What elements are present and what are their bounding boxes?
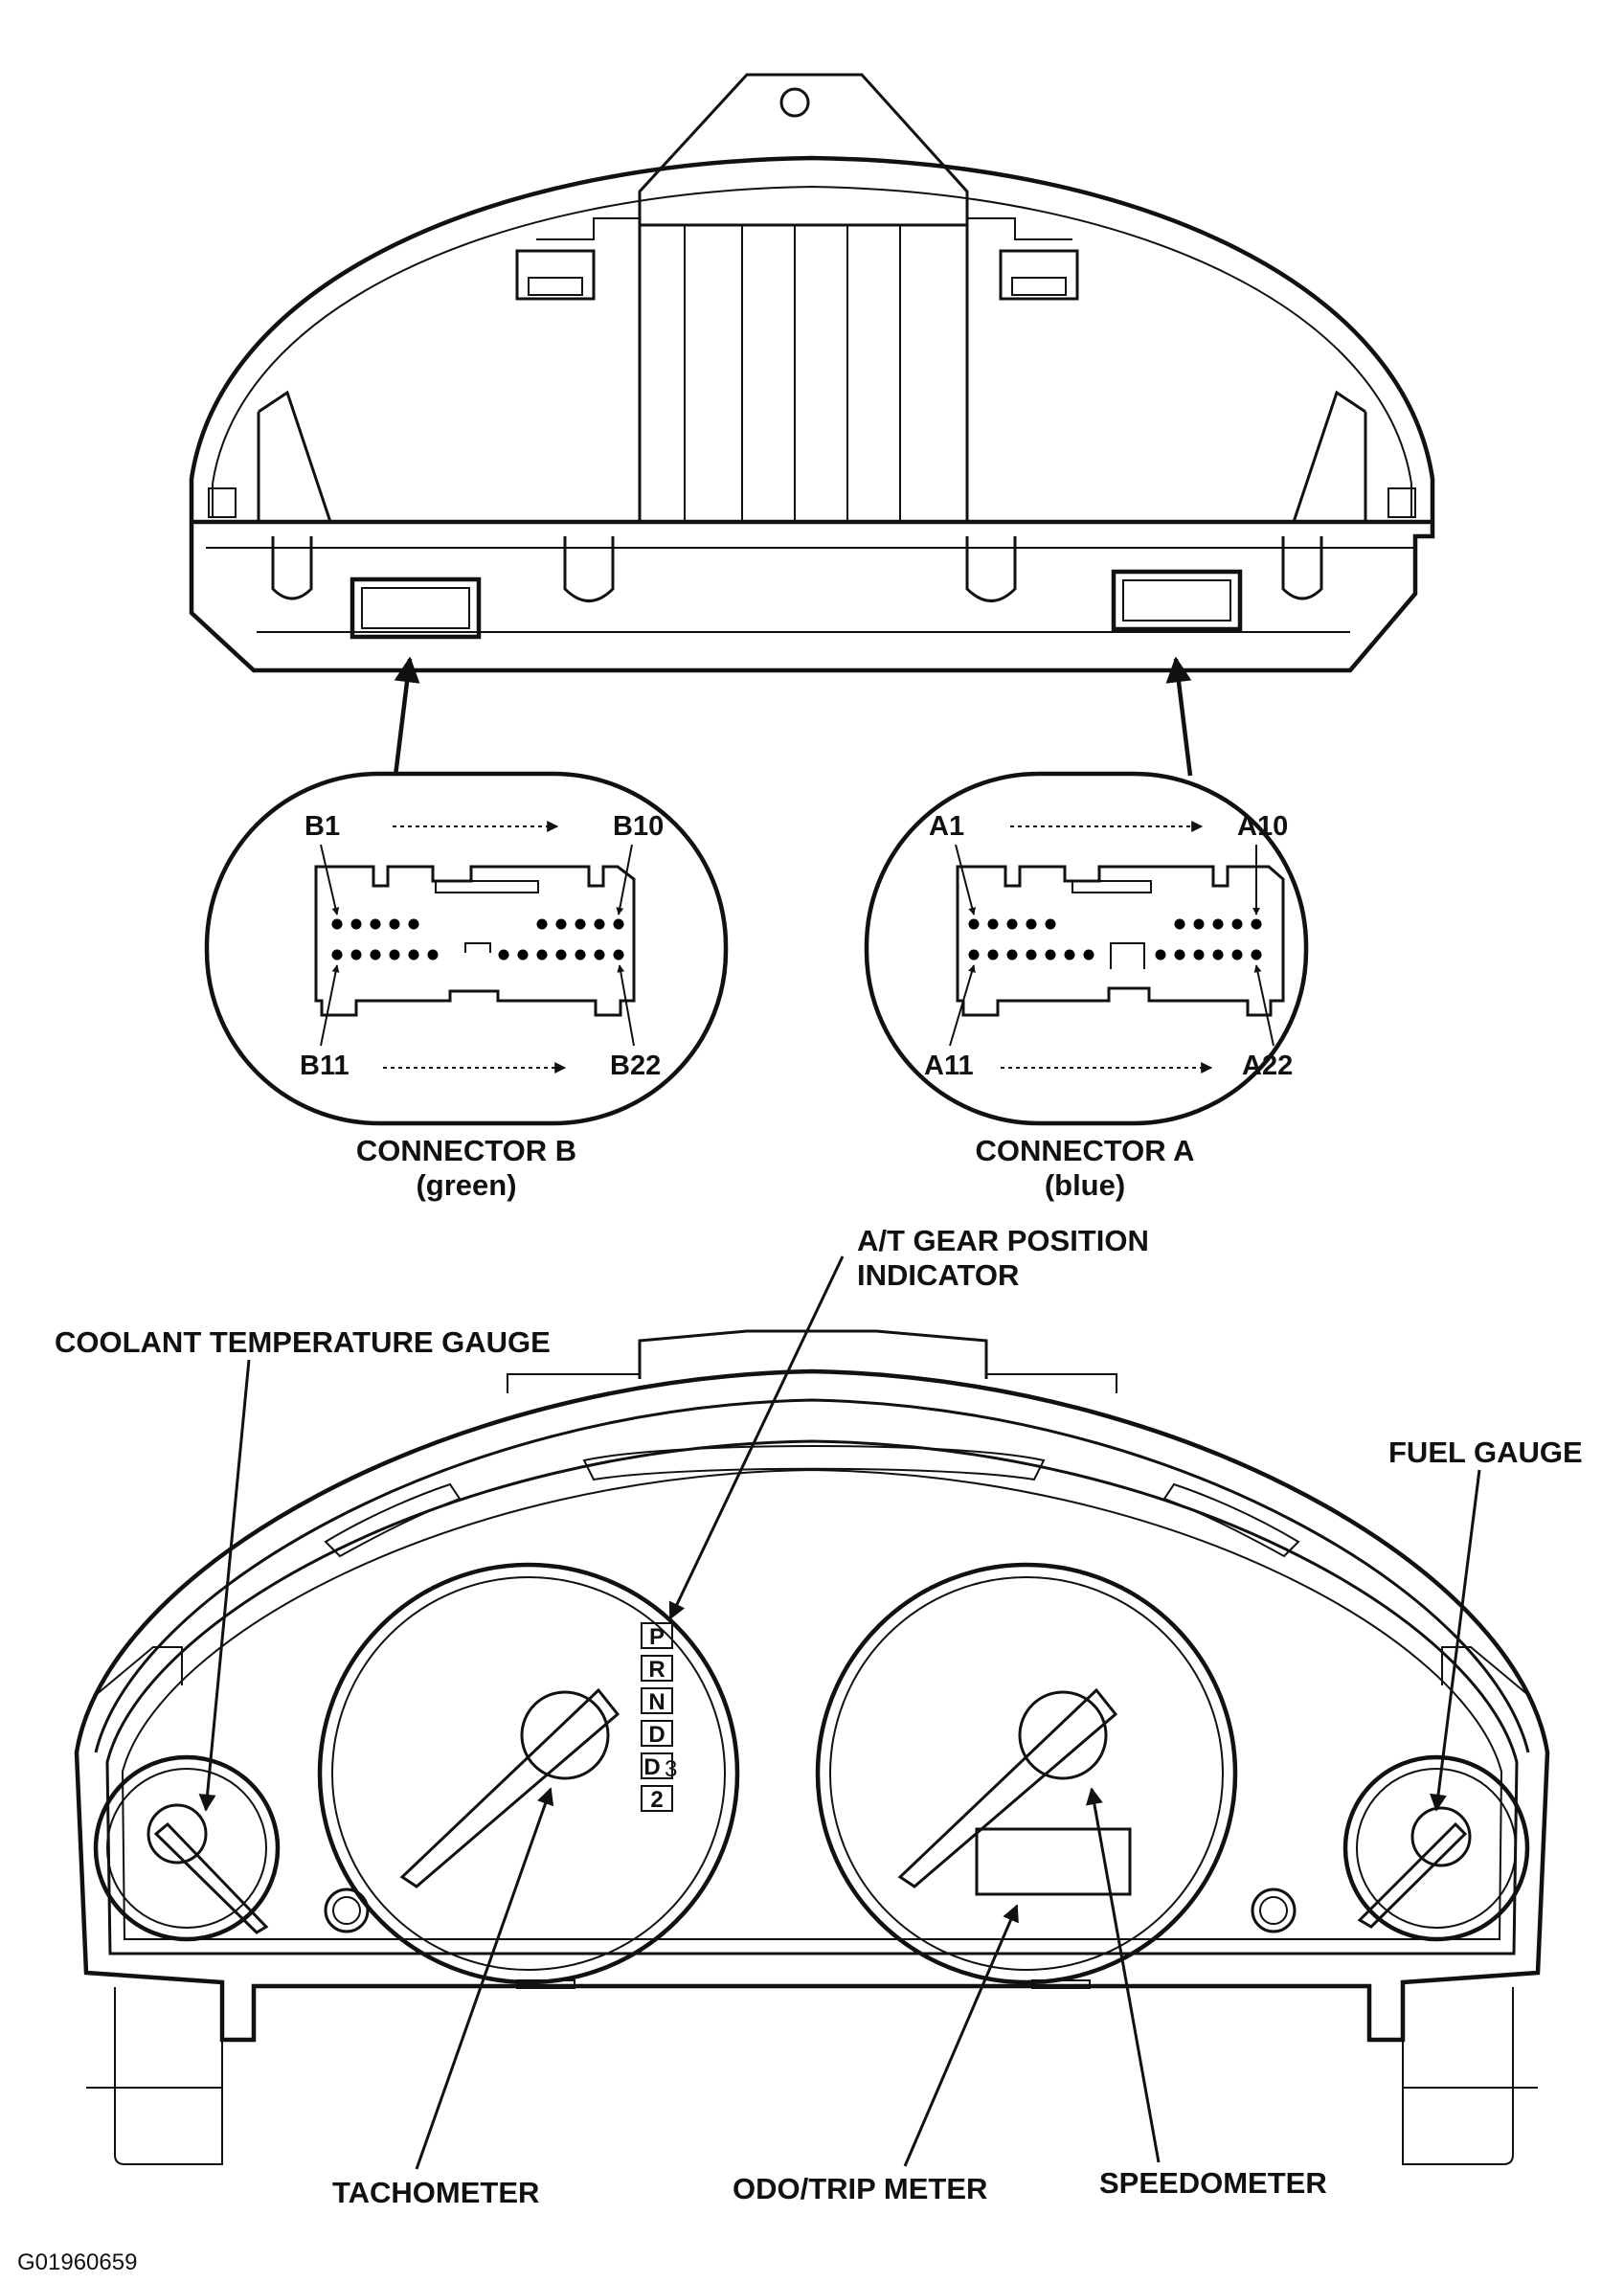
cluster-rear-view [189, 73, 1435, 673]
fuel-leader [1430, 1469, 1481, 1812]
gear-d3: D [643, 1754, 660, 1780]
gear-position-indicator: P R N D D 3 2 [641, 1622, 677, 1813]
fuel-gauge [1342, 1754, 1530, 1942]
mounting-hole-icon [779, 87, 810, 118]
gear-indicator-label-line2: INDICATOR [857, 1258, 1019, 1292]
speedometer-leader [1086, 1787, 1161, 2163]
cluster-front-view [74, 1329, 1550, 2165]
pin-label-a22: A22 [1242, 1051, 1293, 1081]
gear-d3-subscript: 3 [665, 1756, 677, 1782]
gear-p: P [649, 1624, 665, 1650]
connector-b-color: (green) [416, 1168, 516, 1202]
pin-label-a1: A1 [929, 811, 964, 842]
reset-knob-right-icon [1251, 1887, 1297, 1933]
connector-b-detail: B1 B10 B11 B22 [204, 771, 729, 1126]
connector-a-detail: A1 A10 A11 A22 [864, 771, 1309, 1126]
figure-code: G01960659 [17, 2249, 137, 2275]
speedometer-label: SPEEDOMETER [1099, 2166, 1327, 2200]
gear-d: D [648, 1722, 665, 1748]
pin-label-b10: B10 [613, 811, 664, 842]
coolant-temperature-gauge [93, 1754, 281, 1942]
connector-a-color: (blue) [1045, 1168, 1125, 1202]
pin-label-a11: A11 [924, 1051, 974, 1081]
connector-a-arrow [1165, 656, 1193, 777]
connector-b-bottom-pins [331, 949, 624, 961]
pin-label-b1: B1 [304, 811, 340, 842]
connector-a-top-pins [968, 918, 1262, 930]
coolant-gauge-label: COOLANT TEMPERATURE GAUGE [55, 1325, 551, 1359]
fuel-gauge-label: FUEL GAUGE [1388, 1435, 1583, 1469]
odo-leader [903, 1904, 1019, 2167]
coolant-leader [198, 1359, 251, 1812]
gear-r: R [648, 1657, 665, 1683]
speedometer-dial [815, 1562, 1238, 1985]
connector-b-top-pins [331, 918, 624, 930]
gear-indicator-label-line1: A/T GEAR POSITION [857, 1224, 1149, 1257]
pin-label-a10: A10 [1237, 811, 1288, 842]
pin-label-b11: B11 [300, 1051, 350, 1081]
connector-b-arrow [393, 656, 420, 777]
odo-trip-label: ODO/TRIP METER [733, 2172, 987, 2205]
connector-b-title: CONNECTOR B [356, 1134, 576, 1167]
gear-2: 2 [650, 1787, 663, 1813]
odo-trip-display [975, 1827, 1132, 1896]
tachometer-dial [317, 1562, 740, 1985]
connector-a-bottom-pins [968, 949, 1262, 961]
connector-a-title: CONNECTOR A [975, 1134, 1194, 1167]
pin-label-b22: B22 [610, 1051, 661, 1081]
tachometer-leader [415, 1787, 554, 2170]
connector-b-socket [350, 576, 482, 640]
reset-knob-left-icon [324, 1887, 370, 1933]
connector-a-socket [1111, 569, 1243, 632]
gear-n: N [648, 1689, 665, 1715]
gear-indicator-leader [668, 1255, 845, 1620]
tachometer-label: TACHOMETER [332, 2176, 539, 2209]
